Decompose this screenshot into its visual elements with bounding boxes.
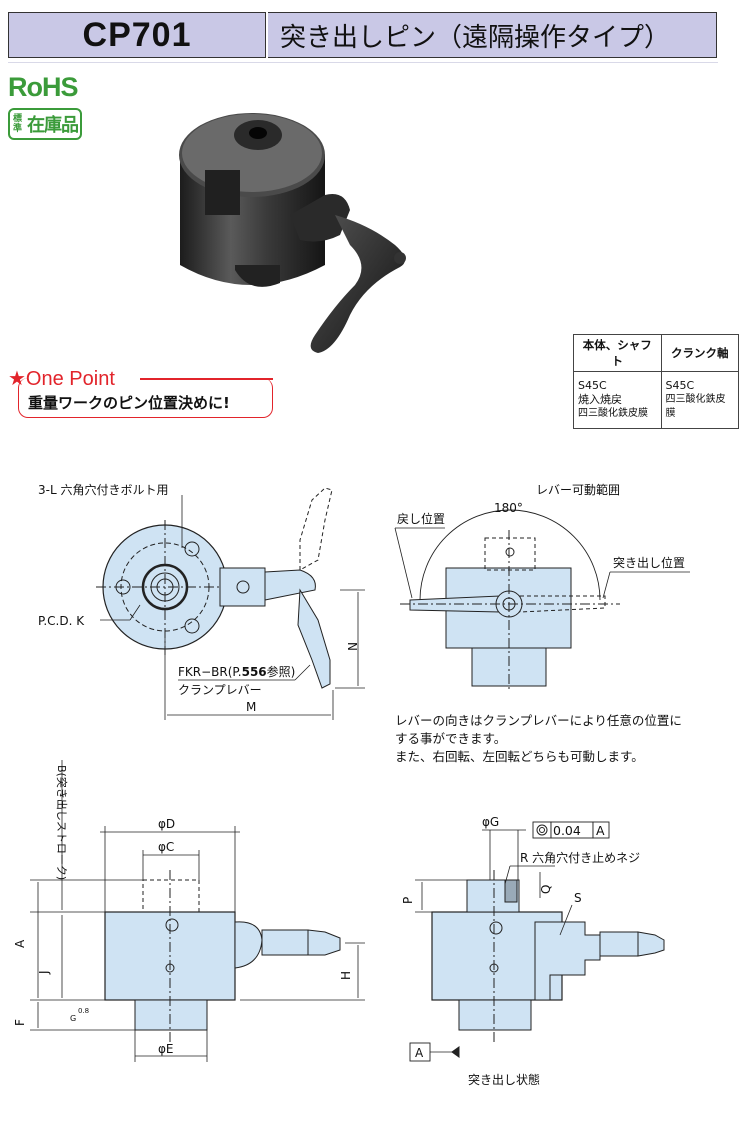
dim-h: H <box>339 971 353 980</box>
section-caption: 突き出し状態 <box>468 1072 540 1087</box>
material-header-body: 本体、シャフト <box>573 334 662 372</box>
dim-q: Q <box>539 885 553 894</box>
phi-g: φG <box>482 815 499 829</box>
one-point-line <box>140 378 273 380</box>
range-label: レバー可動範囲 <box>536 482 620 497</box>
lever-ref-page: 556 <box>242 665 267 679</box>
material-crank-line: 四三酸化鉄皮膜 <box>665 394 726 419</box>
setscrew-label: R 六角穴付き止めネジ <box>520 850 640 865</box>
stock-badge-small: 標準 <box>13 114 23 134</box>
lever-ref-pre: FKR−BR(P. <box>178 665 242 679</box>
bolt-label: 3-L 六角穴付きボルト用 <box>38 482 168 497</box>
tolerance-datum: A <box>596 823 605 838</box>
note-line: また、右回転、左回転どちらも可動します。 <box>395 749 644 764</box>
side-lever-view <box>394 509 690 690</box>
phi-e: φE <box>158 1042 174 1056</box>
phi-d: φD <box>158 817 175 831</box>
note-line: レバーの向きはクランプレバーにより任意の位置に <box>395 713 682 728</box>
tolerance-value: 0.04 <box>553 823 581 838</box>
datum-box: A <box>415 1046 424 1060</box>
material-table: 本体、シャフト クランク軸 S45C 焼入焼戻 四三酸化鉄皮膜 S45C 四三酸… <box>573 334 739 429</box>
material-header-crank: クランク軸 <box>660 334 739 372</box>
dim-a: A <box>13 939 27 948</box>
extend-pos-label: 突き出し位置 <box>613 555 685 570</box>
finish-value: 0.8 <box>78 1007 89 1015</box>
dim-f: F <box>13 1019 27 1026</box>
material-crank-line: S45C <box>665 379 695 392</box>
material-body-cell: S45C 焼入焼戻 四三酸化鉄皮膜 <box>573 371 662 429</box>
angle-label: 180° <box>494 501 523 515</box>
material-body-line: 四三酸化鉄皮膜 <box>578 408 648 419</box>
stroke-label: B(突き出しストローク) <box>55 765 69 880</box>
header-rule <box>8 62 718 63</box>
note-line: する事ができます。 <box>395 731 507 746</box>
one-point-title: ★One Point <box>8 368 115 390</box>
rohs-badge: RoHS <box>8 72 78 102</box>
material-body-line: S45C <box>578 379 607 392</box>
material-crank-cell: S45C 四三酸化鉄皮膜 <box>660 371 739 429</box>
dim-j: J <box>37 970 51 975</box>
one-point-text: 重量ワークのピン位置決めに! <box>28 394 230 412</box>
product-title: 突き出しピン（遠隔操作タイプ） <box>268 12 717 58</box>
phi-c: φC <box>158 840 174 854</box>
lever-note: レバーの向きはクランプレバーにより任意の位置に する事ができます。 また、右回転… <box>395 712 682 766</box>
section-view <box>409 821 665 1062</box>
dim-m: M <box>246 700 256 714</box>
lever-ref-post: 参照) <box>267 664 296 679</box>
dim-n: N <box>345 642 359 651</box>
one-point-box <box>18 378 273 418</box>
dim-s: S <box>574 891 582 905</box>
finish-g: G <box>70 1014 76 1023</box>
top-view <box>96 487 365 720</box>
return-pos-label: 戻し位置 <box>397 511 445 526</box>
product-photo <box>179 113 406 353</box>
pcd-label: P.C.D. K <box>38 614 85 628</box>
front-view <box>30 760 365 1062</box>
material-body-line: 焼入焼戻 <box>578 393 622 406</box>
dim-p: P <box>401 897 415 904</box>
stock-badge: 標準 在庫品 <box>8 108 82 140</box>
product-code: CP701 <box>8 12 266 58</box>
lever-name: クランプレバー <box>178 683 262 697</box>
stock-badge-big: 在庫品 <box>27 115 79 136</box>
lever-ref: FKR−BR(P.556参照) <box>178 664 295 679</box>
